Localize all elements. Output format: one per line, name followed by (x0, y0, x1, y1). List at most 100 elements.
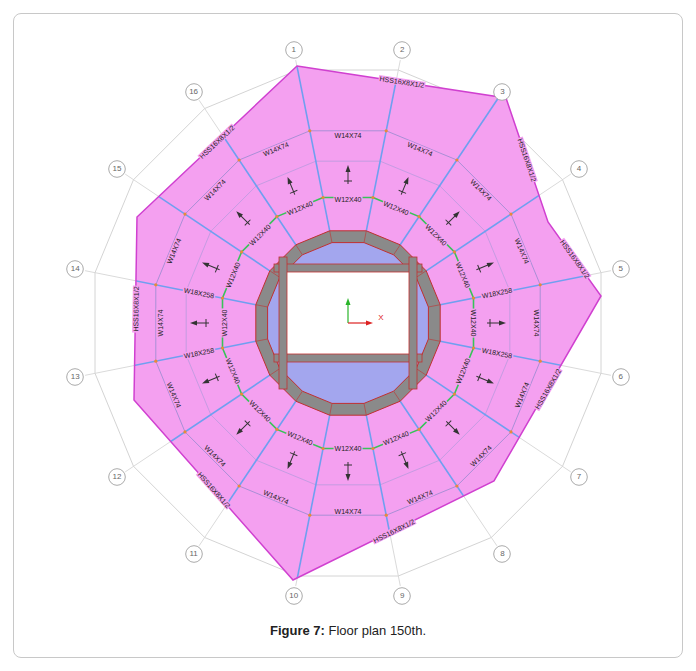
column-dot (240, 250, 243, 253)
column-dot (275, 428, 278, 431)
member-label: W12X40 (334, 195, 363, 202)
x-axis-head (366, 321, 373, 326)
grid-bubble-circle (571, 469, 588, 486)
column-dot (183, 430, 186, 433)
member-label: W14X74 (334, 131, 363, 138)
column-dot (472, 296, 475, 299)
span-arrow (233, 208, 252, 227)
span-arrow-tick (344, 465, 352, 466)
core-wall-joint (270, 369, 280, 376)
y-axis-head (346, 298, 351, 305)
grid-bubble: 15 (108, 160, 126, 178)
radial-beam (286, 9, 330, 231)
span-arrow-tick (478, 265, 481, 272)
grid-bubble-circle (185, 84, 202, 101)
span-arrow-head (201, 260, 209, 267)
column-dot (453, 250, 456, 253)
span-arrow (200, 372, 221, 387)
grid-bubble: 7 (570, 468, 588, 486)
grid-number: 2 (393, 41, 411, 59)
grid-number: 14 (66, 260, 84, 278)
span-arrow-head (403, 462, 410, 470)
span-arrow-tick (215, 265, 218, 272)
grid-bubble-circle (285, 587, 302, 604)
mid-beam-ring (186, 161, 510, 485)
member-label: W14X74 (533, 309, 540, 338)
grid-bubble-circle (394, 587, 411, 604)
axis-label: X (377, 314, 384, 322)
column-dot (539, 283, 542, 286)
grid-bubble: 13 (66, 368, 84, 386)
grid-bubble-circle (67, 369, 84, 386)
span-arrow-head (403, 176, 410, 184)
span-arrow-head (487, 378, 495, 385)
grid-bubble-circle (109, 469, 126, 486)
span-arrow-tick (245, 220, 251, 226)
column-dot (539, 360, 542, 363)
grid-bubble: 2 (393, 41, 411, 59)
column-dot (321, 447, 324, 450)
grid-bubble-circle (109, 160, 126, 177)
grid-number: 1 (285, 41, 303, 59)
column-dot (154, 283, 157, 286)
core-slab (268, 243, 429, 404)
span-arrow-head (235, 428, 243, 436)
span-arrow (443, 208, 462, 227)
core-wall-joint (296, 245, 303, 255)
span-arrow (397, 175, 412, 196)
grid-number: 7 (570, 468, 588, 486)
column-dot (453, 393, 456, 396)
radial-beam (34, 261, 256, 305)
floor-slab (134, 66, 601, 580)
x-axis (348, 322, 368, 323)
span-arrow-head (346, 165, 351, 172)
outer-beam-ring (156, 131, 540, 515)
column-dot (308, 514, 311, 517)
core-beam (409, 257, 417, 389)
framing (34, 9, 662, 637)
grid-bubble: 11 (185, 545, 203, 563)
span-arrow (487, 319, 506, 327)
column-dot (321, 196, 324, 199)
grid-bubble-circle (494, 546, 511, 563)
column-dot (385, 514, 388, 517)
grid-bubble: 16 (185, 83, 203, 101)
core-wall (256, 231, 440, 415)
span-arrow-tick (290, 190, 297, 193)
core-wall-joint (256, 305, 268, 307)
core-wall-joint (416, 369, 426, 376)
core-beam (274, 354, 422, 362)
member-label: HSS16X8X1/2 (132, 285, 140, 332)
span-arrow-head (453, 428, 461, 436)
grid-bubble: 3 (493, 83, 511, 101)
span-arrow (475, 259, 496, 274)
grid-bubble-circle (285, 42, 302, 59)
grid-bubble-circle (612, 369, 629, 386)
column-dot (240, 393, 243, 396)
core-wall-joint (428, 305, 440, 307)
grid-number: 4 (570, 160, 588, 178)
span-arrow-tick (290, 453, 297, 456)
span-arrow (397, 450, 412, 471)
span-arrow (344, 462, 352, 481)
span-arrow (443, 418, 462, 437)
grid-bubble: 1 (285, 41, 303, 59)
core-beam (274, 264, 422, 272)
radial-beam (82, 375, 270, 501)
member-label: W12X40 (334, 444, 363, 451)
span-arrow-tick (245, 421, 251, 427)
y-axis (347, 303, 348, 323)
core-wall-joint (330, 231, 332, 243)
span-arrow (190, 319, 209, 327)
span-arrow-tick (215, 374, 218, 381)
column-dot (221, 346, 224, 349)
span-arrow-tick (399, 453, 406, 456)
radial-beam (400, 401, 526, 589)
grid-bubble: 12 (108, 468, 126, 486)
slab-edge (134, 66, 601, 580)
grid-bubble: 4 (570, 160, 588, 178)
core-opening (283, 268, 413, 358)
core-wall-joint (428, 339, 440, 341)
span-arrow-head (190, 321, 197, 326)
grid-bubble-circle (571, 160, 588, 177)
